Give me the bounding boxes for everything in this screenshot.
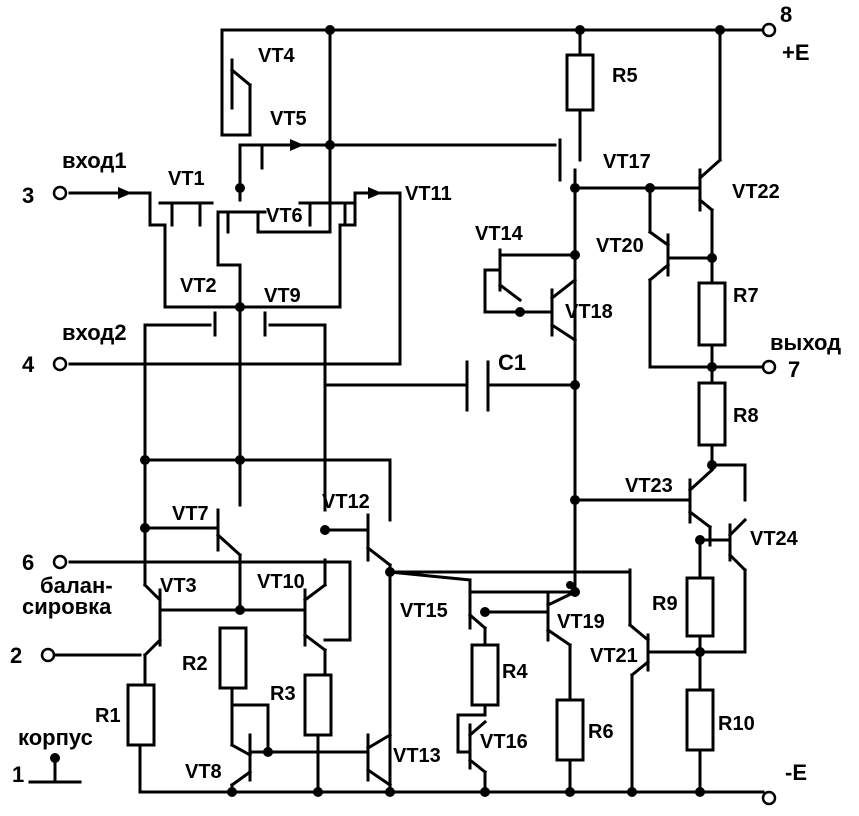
input-stage-wiring [68, 58, 557, 587]
pin-1: 1 [12, 762, 24, 787]
label-vt19: VT19 [557, 611, 605, 633]
label-r1: R1 [95, 705, 121, 727]
label-vt17: VT17 [603, 151, 651, 173]
label-vt22: VT22 [732, 181, 780, 203]
terminals [28, 22, 777, 806]
resistor-r8 [697, 381, 727, 447]
pin-2: 2 [10, 643, 22, 668]
label-vt12: VT12 [322, 491, 370, 513]
capacitor-c1 [465, 360, 490, 412]
label-r4: R4 [502, 661, 528, 683]
label-vpos: +E [782, 40, 810, 65]
label-input1: вход1 [62, 148, 127, 173]
label-vt24: VT24 [750, 528, 799, 550]
pin-labels: вход1 3 вход2 4 6 балан- сировка 2 корпу… [10, 2, 841, 787]
terminal-7 [761, 359, 777, 375]
label-balance-1: балан- [40, 573, 113, 598]
label-vneg: -E [785, 760, 807, 785]
resistor-r4 [470, 643, 500, 707]
label-vt3: VT3 [160, 575, 197, 597]
label-r3: R3 [270, 683, 296, 705]
terminal-3 [52, 185, 68, 201]
positive-rail [220, 28, 765, 234]
label-vt6: VT6 [266, 205, 303, 227]
label-r6: R6 [588, 721, 614, 743]
pin-6: 6 [22, 550, 34, 575]
resistors [126, 53, 727, 762]
label-vt16: VT16 [480, 731, 528, 753]
component-labels: VT4 VT5 VT1 VT6 VT11 VT2 VT9 VT7 VT12 VT… [95, 45, 799, 783]
label-vt10: VT10 [257, 571, 305, 593]
label-vt20: VT20 [596, 235, 644, 257]
label-r8: R8 [733, 405, 759, 427]
label-c1: C1 [498, 350, 526, 375]
label-balance-2: сировка [22, 594, 112, 619]
label-vt11: VT11 [405, 183, 452, 205]
label-r7: R7 [733, 285, 759, 307]
junction-dots [140, 25, 725, 797]
resistor-r5 [565, 53, 595, 112]
terminal-neg [761, 790, 777, 806]
resistor-r9 [685, 576, 715, 638]
label-vt7: VT7 [172, 503, 209, 525]
label-r10: R10 [718, 713, 755, 735]
label-input2: вход2 [62, 320, 127, 345]
resistor-r6 [555, 698, 585, 762]
resistor-r2 [218, 626, 248, 690]
resistor-r1 [126, 683, 156, 747]
label-output: выход [770, 330, 841, 355]
label-vt8: VT8 [185, 761, 222, 783]
label-vt23: VT23 [625, 475, 673, 497]
label-vt9: VT9 [264, 285, 301, 307]
label-r9: R9 [652, 593, 678, 615]
label-vt21: VT21 [590, 645, 638, 667]
label-vt2: VT2 [180, 275, 217, 297]
label-vt18: VT18 [565, 301, 613, 323]
label-vt5: VT5 [270, 108, 307, 130]
label-vt4: VT4 [258, 45, 296, 67]
terminal-8 [761, 22, 777, 38]
label-vt14: VT14 [475, 223, 524, 245]
mid-stage-wiring [53, 383, 577, 794]
pin-3: 3 [22, 183, 34, 208]
label-r2: R2 [182, 653, 208, 675]
resistor-r7 [697, 281, 727, 347]
label-vt1: VT1 [168, 168, 205, 190]
label-vt15: VT15 [400, 600, 448, 622]
pin-4: 4 [22, 352, 35, 377]
terminal-2 [40, 647, 56, 663]
label-ground: корпус [18, 725, 93, 750]
terminal-6 [52, 554, 68, 570]
label-vt13: VT13 [393, 745, 441, 767]
terminal-4 [52, 356, 68, 372]
pin-7: 7 [788, 357, 800, 382]
label-r5: R5 [612, 65, 638, 87]
resistor-r10 [685, 688, 715, 752]
pin-8: 8 [780, 2, 792, 27]
resistor-r3 [303, 673, 333, 737]
